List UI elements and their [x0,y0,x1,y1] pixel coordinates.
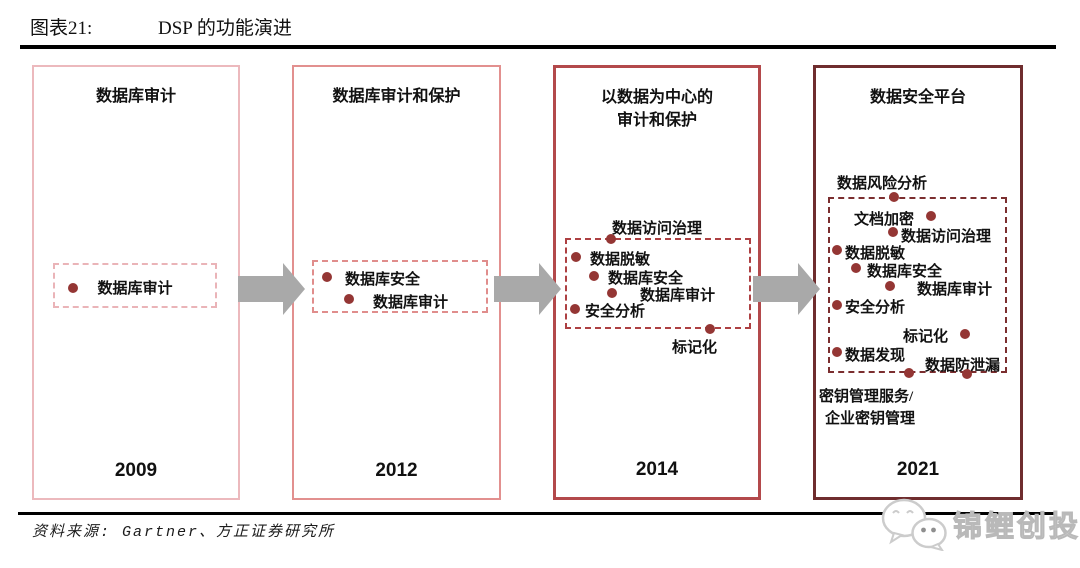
capability-label: 安全分析 [585,304,646,320]
capability-label: 文档加密 [854,212,915,228]
capability-group-box: 数据库审计 [53,263,217,308]
capability-label: 数据库审计 [917,282,993,298]
stage-year: 2014 [635,459,679,480]
stage-2021: 数据安全平台 数据风险分析 文档加密 数据访问治理 数据脱敏 数据库安全 数据库… [813,65,1023,500]
stage-title-line1: 以数据为中心的 [600,89,713,106]
footer-rule [18,512,1056,515]
bullet-icon [571,252,581,262]
arrow-right-icon [494,263,561,315]
bullet-icon [904,368,914,378]
bullet-icon [962,369,972,379]
bullet-icon [68,283,78,293]
stage-2012: 数据库审计和保护 数据库安全 数据库审计 2012 [292,65,501,500]
stage-title: 数据库审计 [95,88,176,105]
capability-label: 数据库安全 [867,264,943,280]
bullet-icon [832,347,842,357]
capability-group-box [565,238,751,329]
bullet-icon [832,300,842,310]
stage-2009: 数据库审计 数据库审计 2009 [32,65,240,500]
capability-label: 数据脱敏 [590,252,651,268]
source-text: 资料来源: Gartner、方正证券研究所 [32,524,336,541]
capability-group-box [828,197,1007,373]
stage-year: 2012 [375,460,418,481]
capability-label: 数据脱敏 [845,246,906,262]
bullet-icon [885,281,895,291]
figure-label: 图表21: [30,18,93,39]
figure-title: DSP 的功能演进 [158,18,292,39]
stage-2014: 以数据为中心的 审计和保护 数据访问治理 数据脱敏 数据库安全 数据库审计 安全… [553,65,761,500]
bullet-icon [570,304,580,314]
arrow-right-icon [753,263,820,315]
capability-label: 数据库审计 [97,281,173,297]
wechat-icon [881,498,947,551]
capability-label: 数据发现 [845,348,906,364]
capability-label: 数据库审计 [373,295,449,311]
bullet-icon [926,211,936,221]
capability-group-box [312,260,488,313]
bullet-icon [322,272,332,282]
bullet-icon [888,227,898,237]
bullet-icon [960,329,970,339]
bullet-icon [705,324,715,334]
capability-label: 安全分析 [845,300,906,316]
header-rule [20,45,1056,49]
stage-year: 2021 [896,459,940,480]
stage-title: 以数据为中心的 审计和保护 [556,86,758,132]
stage-title: 数据库审计和保护 [332,88,461,105]
bullet-icon [889,192,899,202]
capability-label: 标记化 [903,329,949,345]
capability-label: 企业密钥管理 [825,411,916,427]
bullet-icon [832,245,842,255]
bullet-icon [607,288,617,298]
capability-label: 数据库审计 [640,288,716,304]
capability-label: 数据访问治理 [901,229,992,245]
stage-title-line2: 审计和保护 [616,112,697,129]
bullet-icon [344,294,354,304]
bullet-icon [606,234,616,244]
capability-label: 密钥管理服务/ [819,389,914,405]
stage-title: 数据安全平台 [869,89,966,106]
capability-label: 数据访问治理 [611,221,702,237]
capability-label: 数据风险分析 [837,176,928,192]
capability-label: 数据库安全 [345,272,421,288]
capability-label: 数据库安全 [608,271,684,287]
watermark-text: 锦鲤创投 [952,511,1080,544]
capability-label: 数据防泄漏 [925,358,1001,374]
arrow-right-icon [238,263,305,315]
stage-year: 2009 [114,460,158,481]
capability-label: 标记化 [672,340,718,356]
bullet-icon [851,263,861,273]
bullet-icon [589,271,599,281]
